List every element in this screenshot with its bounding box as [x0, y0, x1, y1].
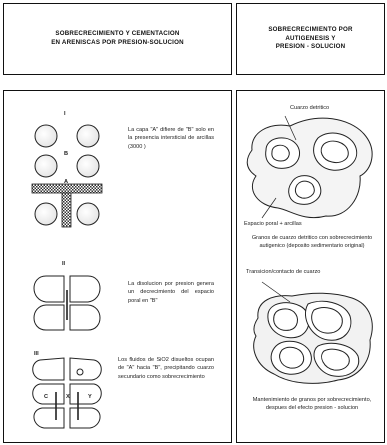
description-ii: La disolucion por presion genera un decr…: [128, 280, 214, 305]
caption-top: Granos de cuarzo detritico con sobrecrec…: [246, 234, 378, 251]
label-a: A: [64, 178, 68, 186]
label-i: I: [64, 110, 66, 118]
label-x: X: [66, 393, 70, 401]
label-cuarzo-detritico: Cuarzo detritico: [290, 104, 370, 112]
label-ii: II: [62, 260, 65, 268]
caption-bottom: Mantenimiento de granos por sobrecrecimi…: [248, 396, 376, 413]
label-y: Y: [88, 393, 92, 401]
label-c: C: [44, 393, 48, 401]
label-iii: III: [34, 350, 39, 358]
description-iii: Los fluidos de SiO2 disueltos ocupan de …: [118, 356, 214, 381]
compacted-quartz-cluster: [254, 282, 373, 383]
detrital-quartz-cluster: [247, 116, 372, 218]
diagram-ii-grains: [34, 276, 100, 330]
description-i: La capa "A" difiere de "B" solo en la pr…: [128, 126, 214, 151]
clay-layer-vertical: [62, 193, 71, 227]
label-transicion: Transicion/contacto de cuarzo: [246, 268, 326, 276]
label-b: B: [64, 150, 68, 158]
label-espacio-poral: Espacio poral + arcillas: [244, 220, 344, 228]
